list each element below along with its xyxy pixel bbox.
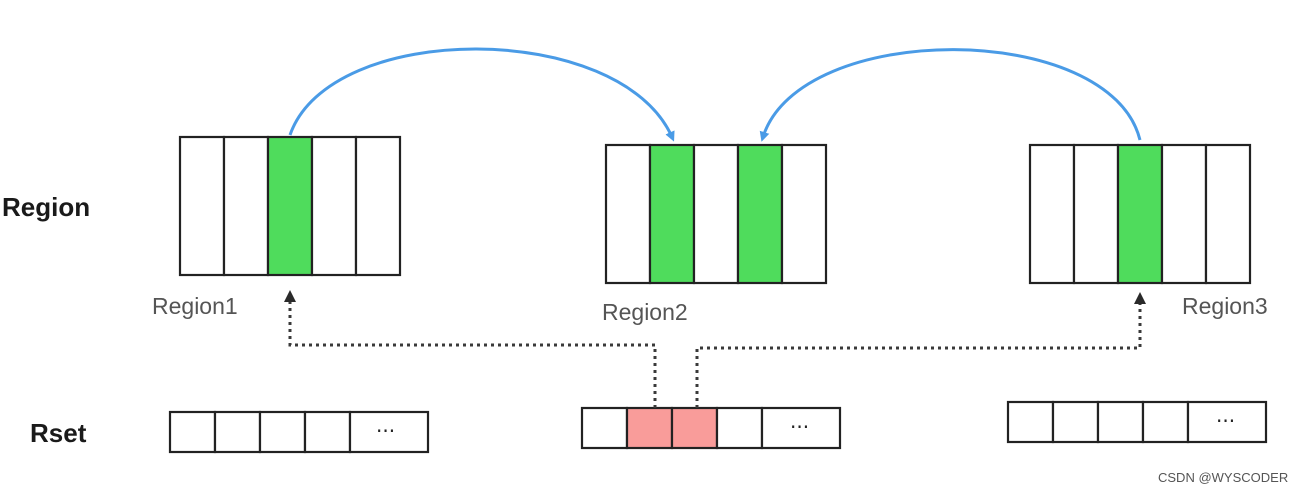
rset-row-label: Rset (30, 418, 87, 448)
region-row-label: Region (2, 192, 90, 222)
region-card (1072, 143, 1120, 285)
rset-pointer-to-region3 (695, 292, 1146, 408)
rset-1-ellipsis: ··· (376, 419, 395, 443)
region-card (692, 143, 740, 285)
rset-cell (1096, 400, 1145, 444)
rset-entry-cell (625, 406, 674, 450)
rset-3-block (1006, 400, 1268, 444)
watermark: CSDN @WYSCODER (1158, 470, 1288, 485)
rset-1-block (168, 410, 430, 454)
rset-more-cell (348, 410, 430, 454)
rset-pointer-to-region1 (284, 290, 657, 408)
region-card (1204, 143, 1252, 285)
rset-more-cell (760, 406, 842, 450)
region-card (310, 135, 358, 277)
rset-cell (168, 410, 217, 454)
region-3-label: Region3 (1182, 293, 1268, 319)
region-1-label: Region1 (152, 293, 238, 319)
region-2-label: Region2 (602, 299, 688, 325)
region-card (780, 143, 828, 285)
region-card-referenced (1116, 143, 1164, 285)
region-card (222, 135, 270, 277)
region-card (604, 143, 652, 285)
reference-arc-region1-to-region2 (288, 47, 675, 142)
region-card (354, 135, 402, 277)
region-2-block (604, 143, 828, 285)
rset-3-ellipsis: ··· (1216, 409, 1235, 433)
rset-cell (1006, 400, 1055, 444)
rset-cell (1141, 400, 1190, 444)
rset-cell (1051, 400, 1100, 444)
region-card (178, 135, 226, 277)
rset-cell (715, 406, 764, 450)
region-3-block (1028, 143, 1252, 285)
rset-cell (258, 410, 307, 454)
rset-more-cell (1186, 400, 1268, 444)
rset-2-ellipsis: ··· (790, 415, 809, 439)
region-card-referenced (736, 143, 784, 285)
region-1-block (178, 135, 402, 277)
rset-cell (213, 410, 262, 454)
rset-cell (303, 410, 352, 454)
rset-cell (580, 406, 629, 450)
rset-entry-cell (670, 406, 719, 450)
region-card-referenced (266, 135, 314, 277)
region-card (1028, 143, 1076, 285)
region-card-referenced (648, 143, 696, 285)
rset-2-block (580, 406, 842, 450)
region-card (1160, 143, 1208, 285)
reference-arc-region3-to-region2 (759, 48, 1142, 142)
